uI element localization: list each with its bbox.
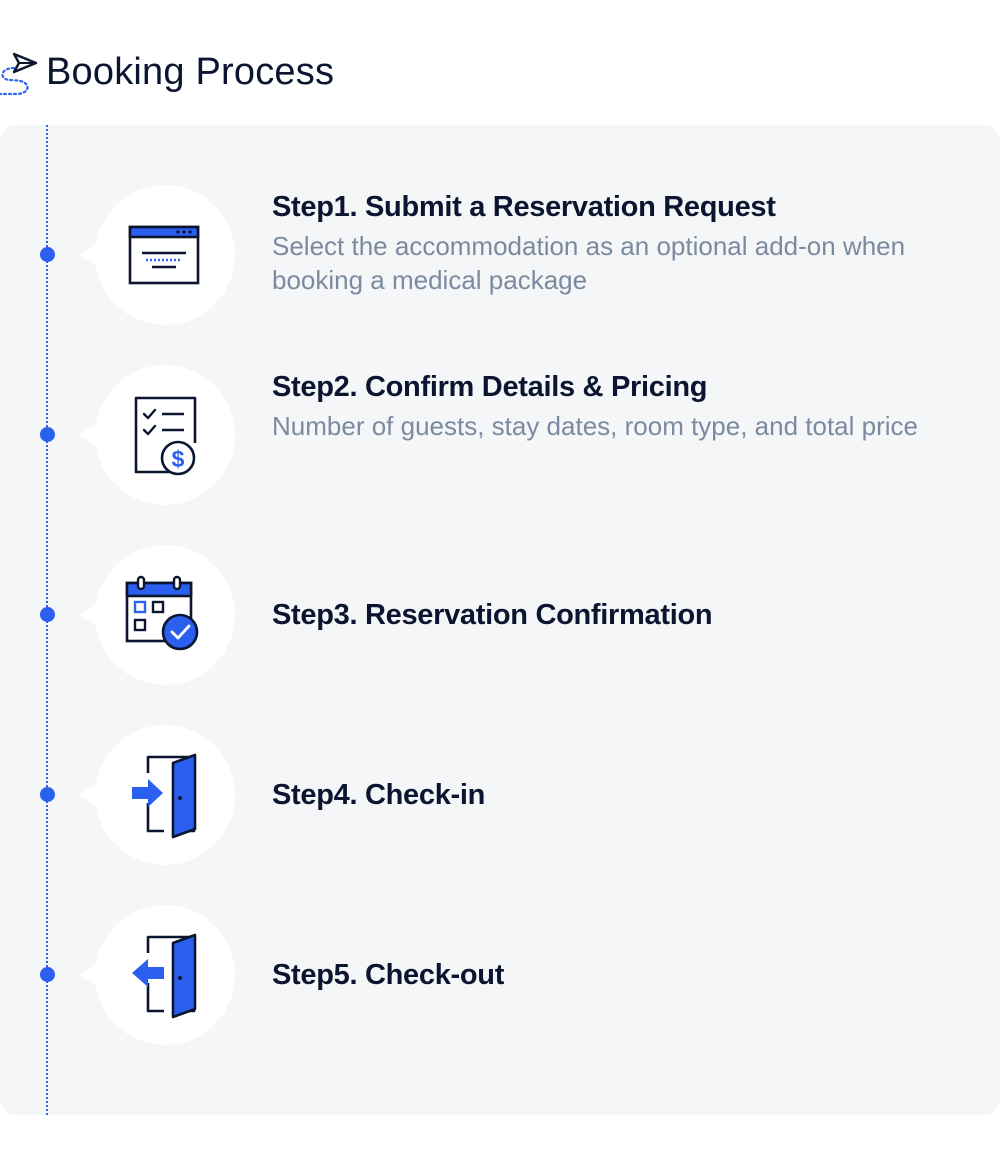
step-icon-bubble bbox=[95, 545, 235, 685]
step-3: Step3. Reservation Confirmation bbox=[0, 545, 1000, 685]
step-4: Step4. Check-in bbox=[0, 725, 1000, 865]
step-title: Step3. Reservation Confirmation bbox=[272, 599, 713, 631]
timeline-dot bbox=[40, 787, 55, 802]
timeline-dot bbox=[40, 607, 55, 622]
step-text: Step1. Submit a Reservation Request Sele… bbox=[272, 189, 952, 297]
step-title: Step4. Check-in bbox=[272, 779, 486, 811]
step-text: Step4. Check-in bbox=[272, 777, 952, 813]
step-description: Number of guests, stay dates, room type,… bbox=[272, 411, 918, 441]
step-text: Step2. Confirm Details & Pricing Number … bbox=[272, 369, 952, 443]
browser-window-icon bbox=[128, 225, 200, 285]
step-title: Step2. Confirm Details & Pricing bbox=[272, 371, 708, 403]
timeline-dot bbox=[40, 427, 55, 442]
checklist-price-icon: $ bbox=[134, 396, 197, 476]
step-icon-bubble bbox=[95, 905, 235, 1045]
timeline-dot bbox=[40, 247, 55, 262]
paper-plane-route-icon bbox=[0, 52, 38, 96]
step-1: Step1. Submit a Reservation Request Sele… bbox=[0, 185, 1000, 325]
step-icon-bubble bbox=[95, 185, 235, 325]
page-title: Booking Process bbox=[46, 50, 335, 93]
calendar-check-icon bbox=[125, 575, 199, 651]
step-text: Step5. Check-out bbox=[272, 957, 952, 993]
step-description: Select the accommodation as an optional … bbox=[272, 231, 906, 295]
page-header: Booking Process bbox=[0, 44, 334, 100]
svg-text:$: $ bbox=[172, 446, 185, 472]
steps-panel: Step1. Submit a Reservation Request Sele… bbox=[0, 125, 1000, 1115]
step-title: Step1. Submit a Reservation Request bbox=[272, 191, 776, 223]
step-2: $ Step2. Confirm Details & Pricing Numbe… bbox=[0, 365, 1000, 505]
step-title: Step5. Check-out bbox=[272, 959, 505, 991]
step-icon-bubble bbox=[95, 725, 235, 865]
door-enter-icon bbox=[132, 753, 197, 839]
timeline-dot bbox=[40, 967, 55, 982]
door-exit-icon bbox=[132, 933, 197, 1019]
step-icon-bubble: $ bbox=[95, 365, 235, 505]
step-5: Step5. Check-out bbox=[0, 905, 1000, 1045]
step-text: Step3. Reservation Confirmation bbox=[272, 597, 952, 633]
